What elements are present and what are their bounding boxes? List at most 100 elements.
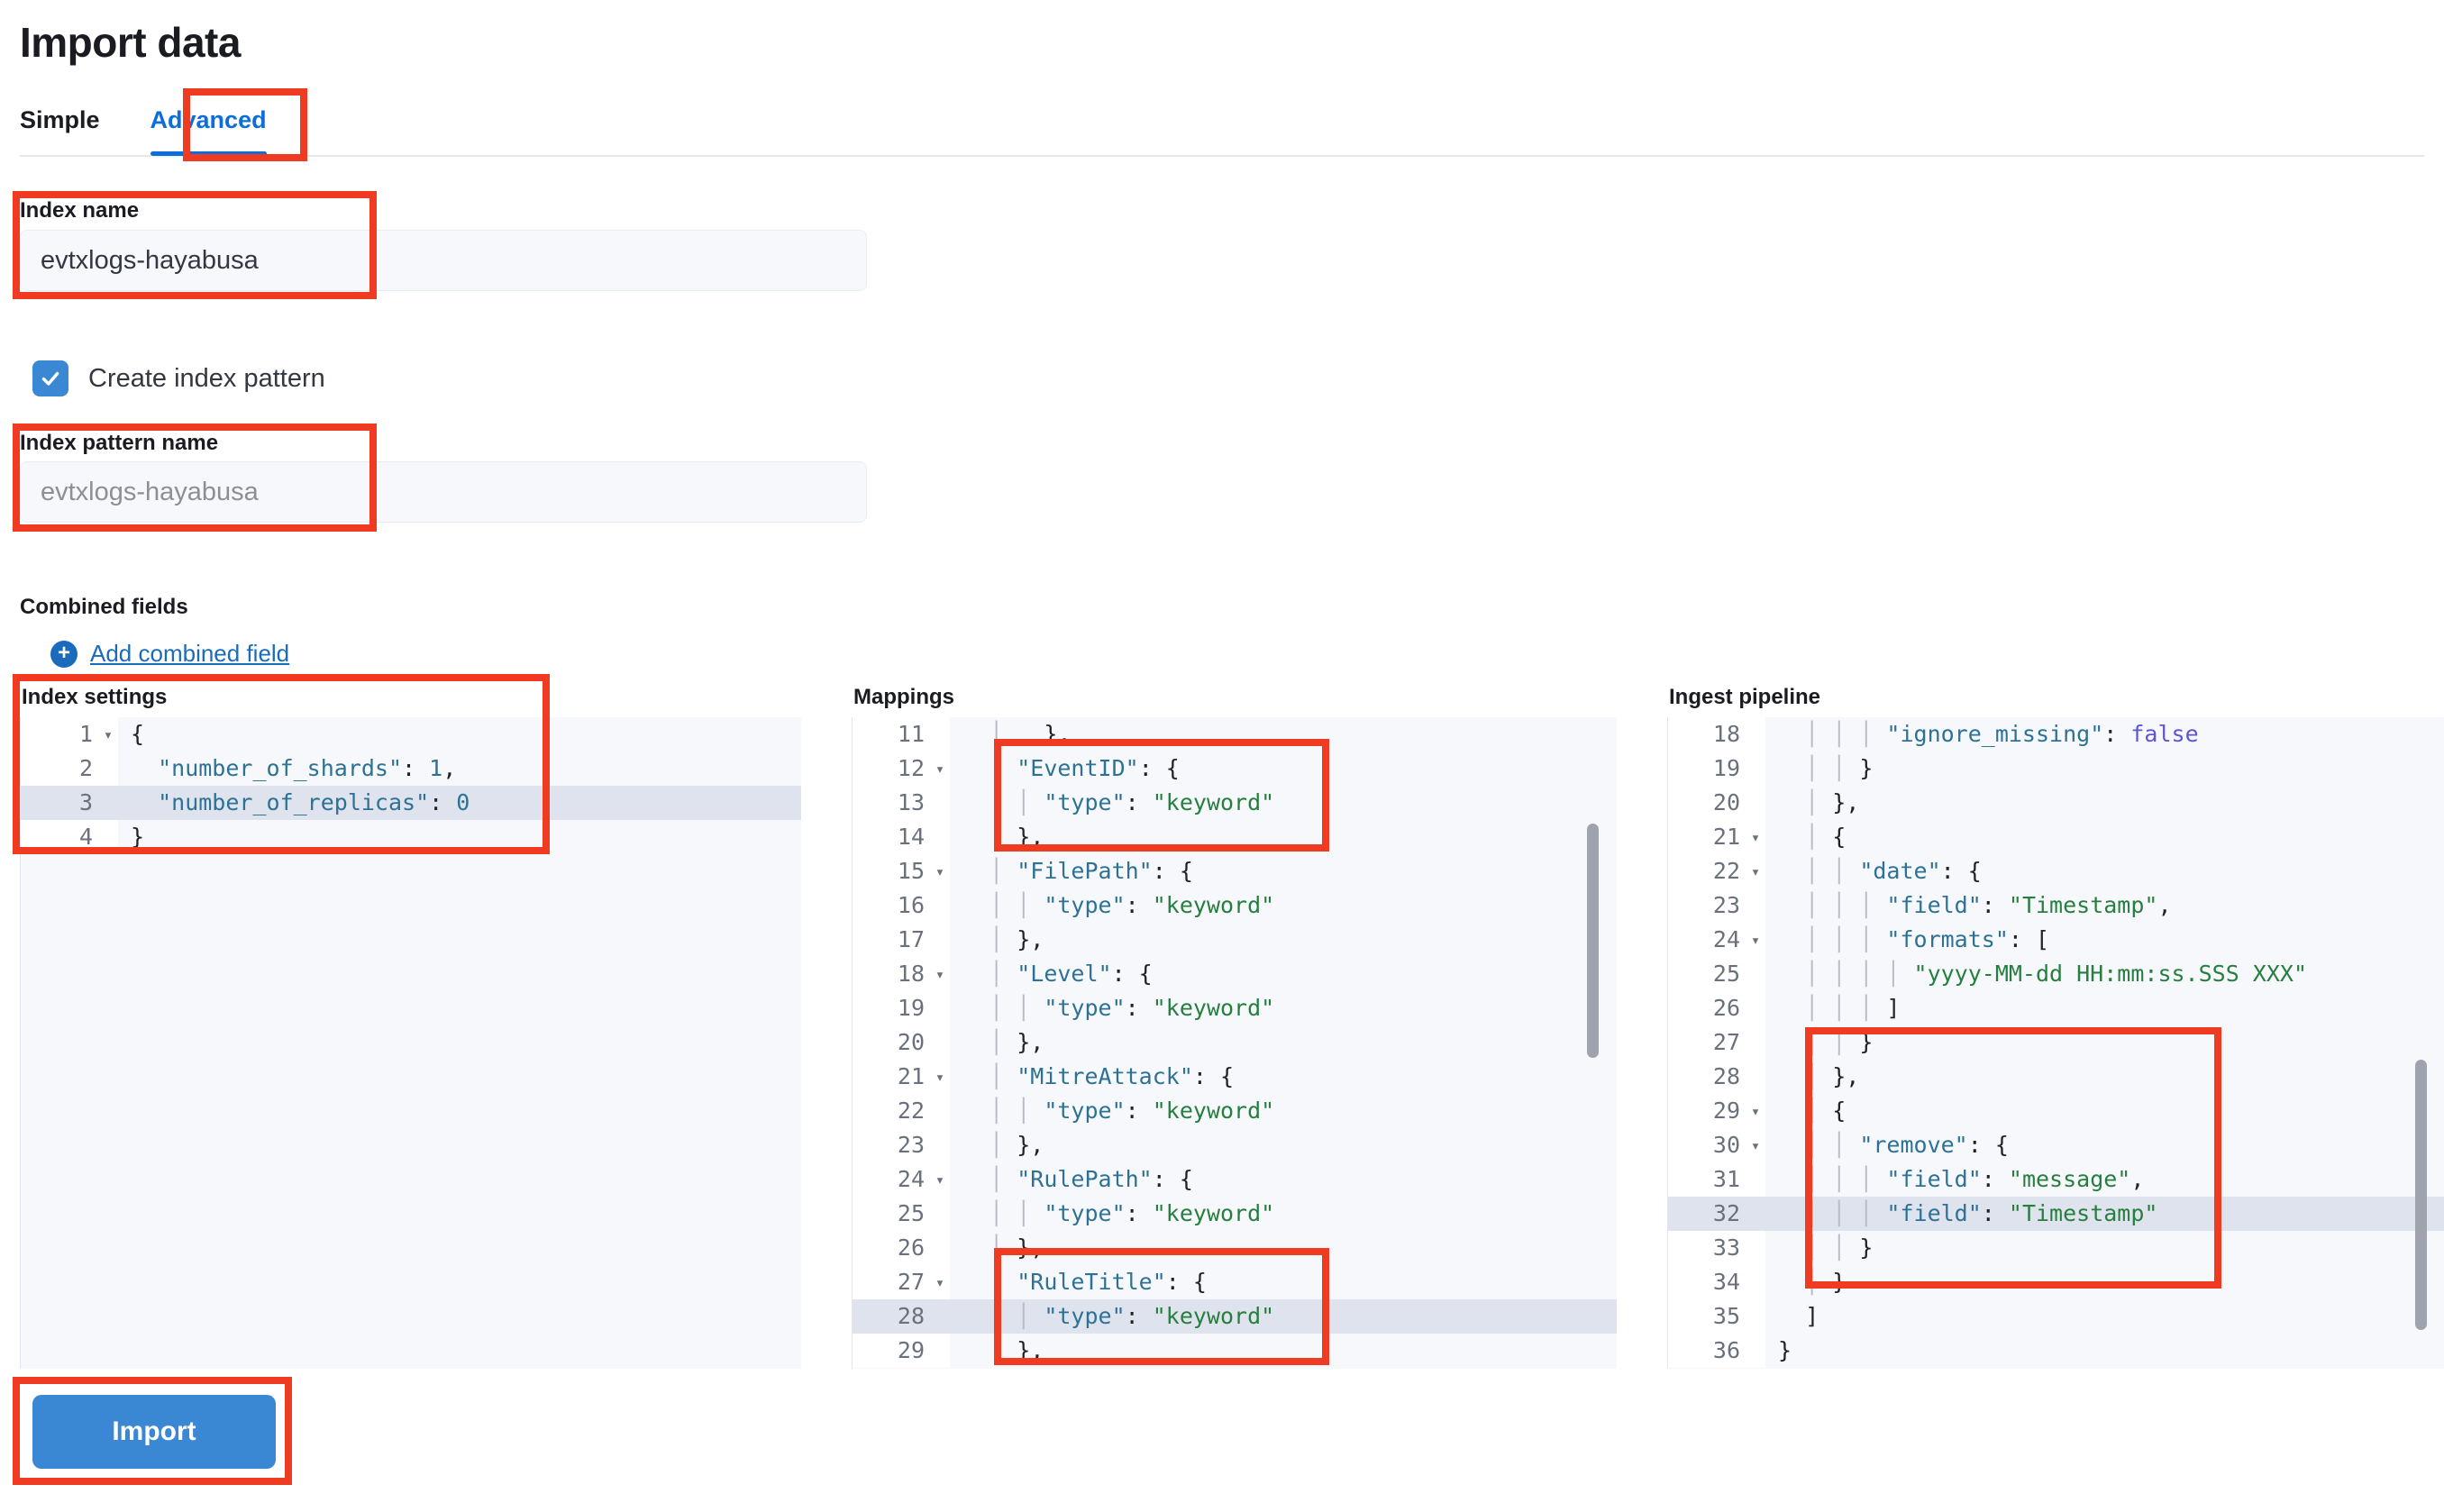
- mappings-block: Mappings 11 │ },12▾ │ "EventID": {13 │ │…: [852, 685, 1617, 1369]
- code-line: 30▾ │ │ "remove": {: [1668, 1128, 2444, 1162]
- fold-arrow-icon[interactable]: ▾: [1746, 854, 1765, 888]
- tab-simple[interactable]: Simple: [20, 106, 100, 133]
- fold-spacer: [1746, 1231, 1765, 1265]
- tab-advanced[interactable]: Advanced: [150, 99, 267, 156]
- code-text: │ │ "type": "keyword": [962, 1200, 1275, 1226]
- code-line: 25 │ │ │ │ "yyyy-MM-dd HH:mm:ss.SSS XXX": [1668, 957, 2444, 991]
- line-number: 22: [853, 1094, 930, 1128]
- add-combined-field-button[interactable]: + Add combined field: [50, 640, 289, 668]
- code-text: {: [131, 721, 145, 747]
- fold-arrow-icon[interactable]: ▾: [930, 854, 950, 888]
- code-line: 22▾ │ │ "date": {: [1668, 854, 2444, 888]
- fold-spacer: [1746, 786, 1765, 820]
- index-pattern-name-input[interactable]: evtxlogs-hayabusa: [20, 461, 867, 523]
- line-number: 13: [853, 786, 930, 820]
- code-text: │ │ }: [1778, 1029, 1874, 1055]
- fold-spacer: [930, 1231, 950, 1265]
- code-line: 18 │ │ │ "ignore_missing": false: [1668, 717, 2444, 751]
- code-line: 24▾ │ │ │ "formats": [: [1668, 923, 2444, 957]
- fold-arrow-icon[interactable]: ▾: [930, 1162, 950, 1197]
- line-number: 24: [853, 1162, 930, 1197]
- create-index-pattern-row[interactable]: Create index pattern: [32, 360, 325, 396]
- code-text: │ },: [962, 1337, 1044, 1363]
- index-name-input[interactable]: evtxlogs-hayabusa: [20, 230, 867, 291]
- mappings-editor[interactable]: 11 │ },12▾ │ "EventID": {13 │ │ "type": …: [852, 717, 1617, 1369]
- fold-spacer: [930, 1128, 950, 1162]
- index-name-label: Index name: [20, 198, 140, 223]
- fold-spacer: [1746, 751, 1765, 786]
- line-number: 26: [1668, 991, 1746, 1025]
- code-line: 3 "number_of_replicas": 0: [21, 786, 801, 820]
- code-text: │ },: [1778, 1063, 1860, 1089]
- code-text: │ "RulePath": {: [962, 1166, 1193, 1192]
- line-number: 20: [1668, 786, 1746, 820]
- line-number: 28: [853, 1299, 930, 1334]
- line-number: 12: [853, 751, 930, 786]
- line-number: 21: [853, 1060, 930, 1094]
- fold-spacer: [930, 820, 950, 854]
- code-line: 23 │ │ │ "field": "Timestamp",: [1668, 888, 2444, 923]
- fold-arrow-icon[interactable]: ▾: [1746, 820, 1765, 854]
- code-line: 35 ]: [1668, 1299, 2444, 1334]
- check-icon: [41, 371, 59, 386]
- code-text: │ },: [962, 721, 1072, 747]
- code-line: 28 │ │ "type": "keyword": [853, 1299, 1617, 1334]
- code-text: │ │ │ "field": "message",: [1778, 1166, 2145, 1192]
- code-line: 22 │ │ "type": "keyword": [853, 1094, 1617, 1128]
- code-text: ]: [1805, 1303, 1819, 1329]
- code-line: 27▾ │ "RuleTitle": {: [853, 1265, 1617, 1299]
- fold-arrow-icon[interactable]: ▾: [930, 1060, 950, 1094]
- fold-spacer: [1746, 888, 1765, 923]
- code-line: 18▾ │ "Level": {: [853, 957, 1617, 991]
- code-text: │ {: [1778, 1098, 1847, 1124]
- combined-fields-label: Combined fields: [20, 595, 188, 619]
- code-line: 2 "number_of_shards": 1,: [21, 751, 801, 786]
- fold-spacer: [1746, 1197, 1765, 1231]
- line-number: 23: [853, 1128, 930, 1162]
- line-number: 21: [1668, 820, 1746, 854]
- create-index-pattern-checkbox[interactable]: [32, 360, 68, 396]
- line-number: 25: [1668, 957, 1746, 991]
- code-line: 32 │ │ │ "field": "Timestamp": [1668, 1197, 2444, 1231]
- add-combined-field-label: Add combined field: [90, 640, 290, 667]
- line-number: 27: [853, 1265, 930, 1299]
- line-number: 25: [853, 1197, 930, 1231]
- plus-icon: +: [50, 640, 78, 668]
- code-line: 31 │ │ │ "field": "message",: [1668, 1162, 2444, 1197]
- code-line: 36}: [1668, 1334, 2444, 1368]
- code-line: 34 │ }: [1668, 1265, 2444, 1299]
- mappings-scrollbar[interactable]: [1587, 824, 1599, 1058]
- code-text: │ │ │ │ "yyyy-MM-dd HH:mm:ss.SSS XXX": [1778, 961, 2308, 987]
- fold-arrow-icon[interactable]: ▾: [930, 957, 950, 991]
- fold-arrow-icon[interactable]: ▾: [1746, 923, 1765, 957]
- ingest-pipeline-scrollbar[interactable]: [2415, 1060, 2427, 1330]
- line-number: 35: [1668, 1299, 1746, 1334]
- fold-spacer: [930, 1025, 950, 1060]
- fold-arrow-icon[interactable]: ▾: [930, 1265, 950, 1299]
- fold-arrow-icon[interactable]: ▾: [1746, 1128, 1765, 1162]
- code-text: │ }: [1778, 1269, 1847, 1295]
- code-line: 15▾ │ "FilePath": {: [853, 854, 1617, 888]
- fold-arrow-icon[interactable]: ▾: [1746, 1094, 1765, 1128]
- code-text: │ │ "type": "keyword": [962, 789, 1275, 815]
- fold-arrow-icon[interactable]: ▾: [930, 751, 950, 786]
- code-text: │ },: [962, 824, 1044, 850]
- fold-spacer: [930, 786, 950, 820]
- code-text: │ │ }: [1778, 755, 1874, 781]
- line-number: 36: [1668, 1334, 1746, 1368]
- import-button[interactable]: Import: [32, 1395, 276, 1469]
- fold-spacer: [1746, 1025, 1765, 1060]
- line-number: 29: [853, 1334, 930, 1368]
- code-text: "number_of_shards": 1,: [131, 755, 457, 781]
- code-line: 28 │ },: [1668, 1060, 2444, 1094]
- index-settings-editor[interactable]: 1▾{2 "number_of_shards": 1,3 "number_of_…: [20, 717, 801, 1369]
- code-text: │ },: [962, 1132, 1044, 1158]
- code-line: 23 │ },: [853, 1128, 1617, 1162]
- code-line: 21▾ │ "MitreAttack": {: [853, 1060, 1617, 1094]
- fold-arrow-icon[interactable]: ▾: [98, 717, 118, 751]
- index-settings-title: Index settings: [22, 685, 168, 709]
- create-index-pattern-label: Create index pattern: [88, 363, 325, 393]
- code-text: }: [131, 824, 145, 850]
- code-line: 29 │ },: [853, 1334, 1617, 1368]
